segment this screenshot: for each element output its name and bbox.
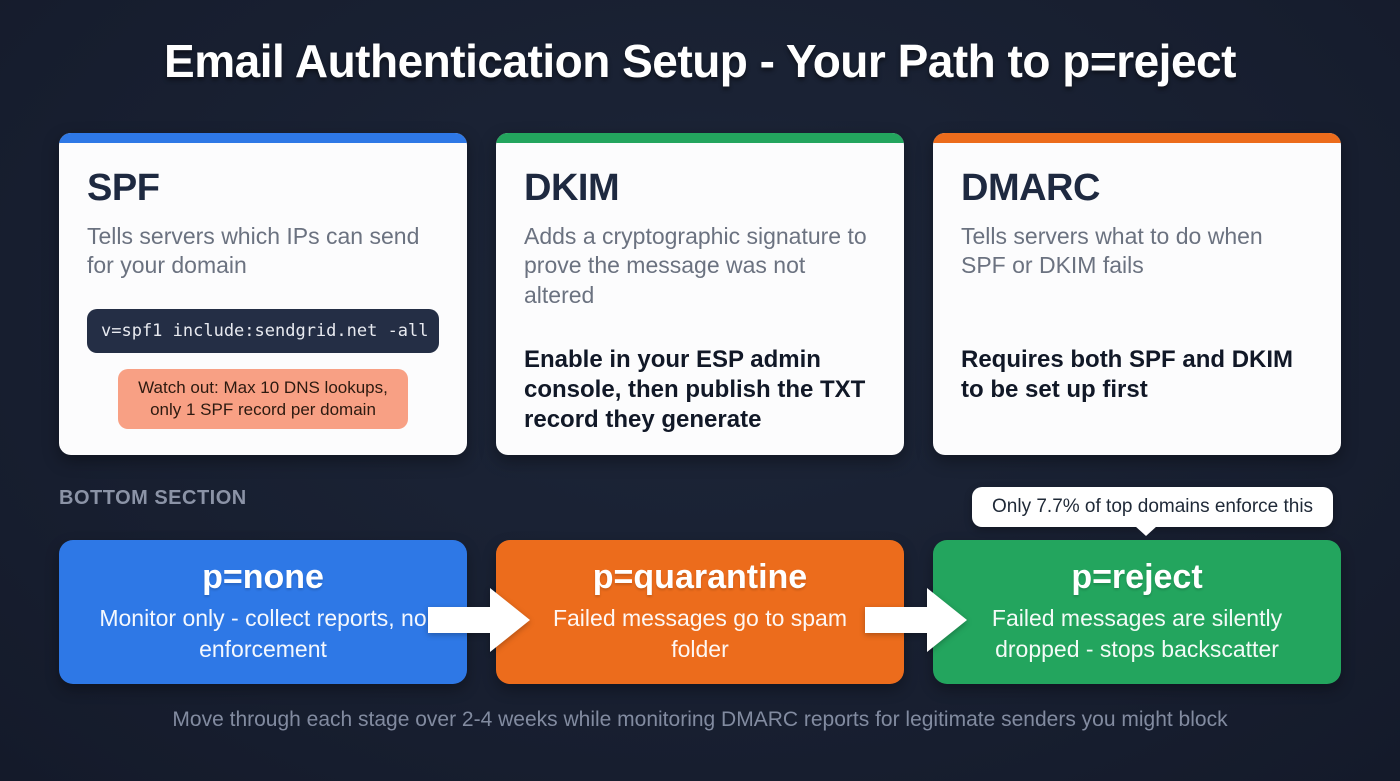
arrow-right-icon bbox=[865, 588, 967, 652]
card-spf-title: SPF bbox=[87, 167, 160, 209]
card-dmarc-note: Requires both SPF and DKIM to be set up … bbox=[961, 346, 1294, 403]
stage-p-quarantine-subtitle: Failed messages go to spam folder bbox=[552, 605, 848, 662]
card-dkim: DKIM Adds a cryptographic signature to p… bbox=[496, 133, 904, 455]
card-dmarc-description: Tells servers what to do when SPF or DKI… bbox=[961, 223, 1263, 279]
bottom-section-label: BOTTOM SECTION bbox=[59, 487, 247, 509]
stage-p-reject: p=reject Failed messages are silently dr… bbox=[933, 540, 1341, 684]
tooltip-pointer-icon bbox=[1135, 526, 1157, 536]
card-spf-description: Tells servers which IPs can send for you… bbox=[87, 223, 420, 279]
card-dkim-note: Enable in your ESP admin console, then p… bbox=[524, 346, 866, 433]
footer-guidance-text: Move through each stage over 2-4 weeks w… bbox=[172, 708, 1228, 731]
card-dmarc: DMARC Tells servers what to do when SPF … bbox=[933, 133, 1341, 455]
spf-warning-badge: Watch out: Max 10 DNS lookups, only 1 SP… bbox=[118, 368, 408, 430]
stage-p-quarantine: p=quarantine Failed messages go to spam … bbox=[496, 540, 904, 684]
card-dmarc-accent-bar bbox=[933, 133, 1341, 143]
card-spf: SPF Tells servers which IPs can send for… bbox=[59, 133, 467, 455]
stage-p-quarantine-title: p=quarantine bbox=[592, 558, 808, 596]
policy-stages-row: p=none Monitor only - collect reports, n… bbox=[59, 540, 1341, 684]
stage-p-reject-subtitle: Failed messages are silently dropped - s… bbox=[991, 605, 1283, 662]
stage-p-none: p=none Monitor only - collect reports, n… bbox=[59, 540, 467, 684]
auth-cards-row: SPF Tells servers which IPs can send for… bbox=[59, 133, 1341, 455]
card-dkim-accent-bar bbox=[496, 133, 904, 143]
stage-p-none-subtitle: Monitor only - collect reports, no enfor… bbox=[99, 605, 427, 662]
card-dkim-title: DKIM bbox=[524, 167, 620, 209]
enforcement-stat-tooltip-text: Only 7.7% of top domains enforce this bbox=[992, 496, 1314, 517]
page-title: Email Authentication Setup - Your Path t… bbox=[164, 35, 1236, 87]
card-dmarc-title: DMARC bbox=[961, 167, 1100, 209]
arrow-right-icon bbox=[428, 588, 530, 652]
card-dkim-description: Adds a cryptographic signature to prove … bbox=[524, 223, 867, 308]
stage-p-none-title: p=none bbox=[202, 558, 324, 596]
spf-record-code: v=spf1 include:sendgrid.net -all bbox=[87, 308, 439, 353]
enforcement-stat-tooltip: Only 7.7% of top domains enforce this bbox=[972, 487, 1334, 536]
stage-p-reject-title: p=reject bbox=[1071, 558, 1203, 596]
card-spf-accent-bar bbox=[59, 133, 467, 143]
